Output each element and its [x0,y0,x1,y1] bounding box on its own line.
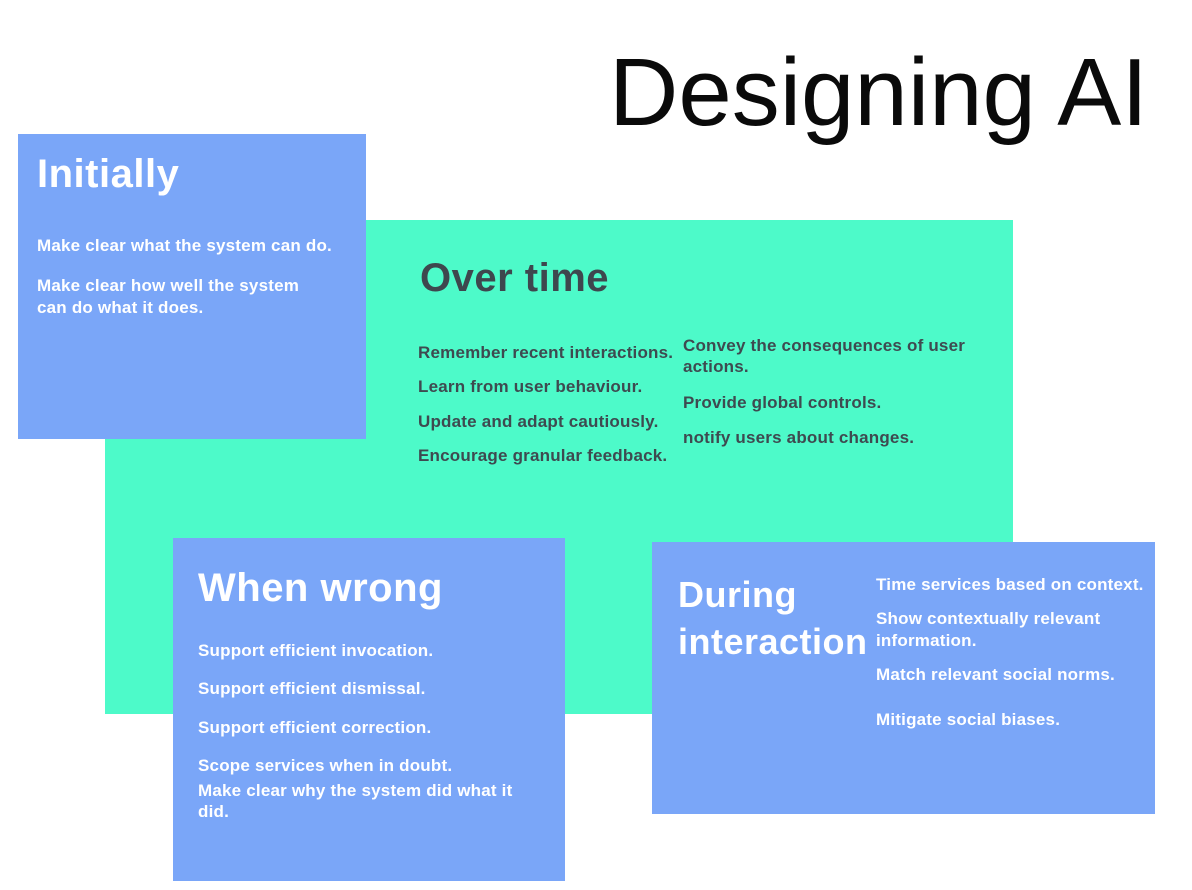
card-initially-body: Make clear what the system can do. Make … [37,235,337,337]
card-when-wrong-heading: When wrong [198,566,443,610]
card-during-interaction-heading: During interaction [678,574,868,662]
page-title: Designing AI [608,39,1148,146]
guideline-item: Make clear why the system did what it di… [198,781,513,822]
guideline-item: Remember recent interactions. [418,343,674,362]
guideline-item: Support efficient invocation. [198,641,434,660]
guideline-item: Support efficient correction. [198,717,432,737]
card-when-wrong-body: Support efficient invocation. Support ef… [198,640,548,840]
guideline-item: Provide global controls. [683,392,882,412]
guideline-item: Convey the consequences of user actions. [683,336,966,377]
guideline-item: Learn from user behaviour. [418,377,643,397]
card-during-interaction-body: Time services based on context. Show con… [876,574,1146,743]
guideline-item: Make clear how well the system can do wh… [37,276,300,317]
card-when-wrong: When wrong Support efficient invocation.… [173,538,565,881]
card-over-time-column-1: Remember recent interactions. Learn from… [418,342,688,479]
card-initially-heading: Initially [37,152,180,196]
guideline-item: Support efficient dismissal. [198,679,426,699]
card-during-interaction: During interaction Time services based o… [652,542,1155,814]
guideline-item: Make clear what the system can do. [37,236,332,255]
guideline-item: Update and adapt cautiously. [418,411,659,431]
guideline-item: Match relevant social norms. [876,664,1115,684]
guideline-item: notify users about changes. [683,427,915,447]
guideline-item: Time services based on context. [876,575,1144,594]
card-over-time-column-2: Convey the consequences of user actions.… [683,335,973,462]
guideline-item: Scope services when in doubt. [198,755,453,775]
guideline-item: Encourage granular feedback. [418,445,668,465]
card-over-time-heading: Over time [420,256,610,300]
guideline-item: Mitigate social biases. [876,710,1061,729]
card-initially: Initially Make clear what the system can… [18,134,366,439]
guideline-item: Show contextually relevant information. [876,609,1101,650]
